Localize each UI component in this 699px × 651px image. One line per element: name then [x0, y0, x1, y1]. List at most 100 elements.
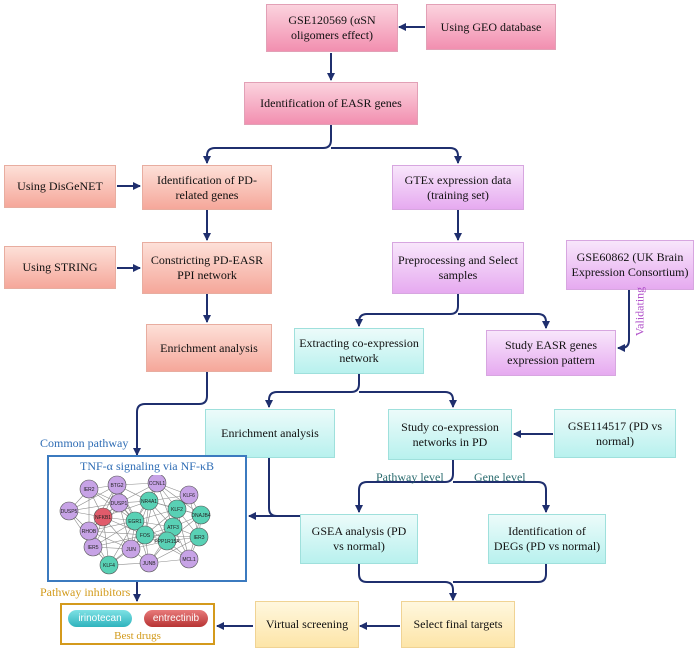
network-node-label: DUSP1: [111, 501, 128, 507]
gtex-box: GTEx expression data (training set): [392, 165, 524, 210]
merge-gsea: [358, 564, 457, 601]
split-study: [355, 460, 454, 513]
network-node: [167, 499, 187, 519]
enrichment-left-text: Enrichment analysis: [160, 340, 258, 355]
drug-irinotecan: irinotecan: [68, 610, 132, 627]
study-easr-box: Study EASR genes expression pattern: [486, 330, 616, 376]
split-pre: [355, 294, 459, 327]
ppi-network-box: Constricting PD-EASR PPI network: [142, 242, 272, 294]
network-node: [79, 479, 99, 499]
network-node: [93, 507, 113, 527]
network-node: [179, 549, 199, 569]
gene-level-label: Gene level: [474, 470, 526, 484]
network-node: [59, 501, 79, 521]
disgenet-box: Using DisGeNET: [4, 165, 116, 208]
network-node: [139, 553, 159, 573]
gsea-text: GSEA analysis (PD vs normal): [311, 524, 407, 553]
network-node-label: FOS: [140, 533, 151, 539]
gse114517-text: GSE114517 (PD vs normal): [567, 418, 663, 448]
gse60862-box: GSE60862 (UK Brain Expression Consortium…: [566, 240, 694, 290]
final-targets-text: Select final targets: [413, 617, 503, 631]
gse114517-box: GSE114517 (PD vs normal): [554, 409, 676, 458]
pd-related-box: Identification of PD-related genes: [142, 165, 272, 210]
arrow-enrich-to-pathway: [133, 372, 208, 456]
best-drugs-label: Best drugs: [114, 630, 161, 642]
arrow-gse60862: [617, 290, 630, 352]
network-node: [139, 491, 159, 511]
branch-easr-right: [331, 147, 462, 164]
split-pre-right: [458, 313, 550, 329]
network-node-label: KLF6: [183, 493, 195, 499]
network-node-label: JUN: [126, 547, 136, 553]
network-node-label: EGR1: [128, 519, 142, 525]
degs-box: Identification of DEGs (PD vs normal): [488, 514, 606, 564]
coexpression-box: Extracting co-expression network: [294, 328, 424, 374]
network-node-label: CCNL1: [149, 481, 166, 487]
network-node-label: IER3: [193, 535, 204, 541]
split-coexpr: [265, 374, 360, 408]
network-node-label: IER2: [83, 487, 94, 493]
study-easr-text: Study EASR genes expression pattern: [504, 338, 597, 367]
network-node: [99, 555, 119, 575]
network-edge: [148, 536, 200, 564]
network-node-label: MCL1: [182, 557, 196, 563]
network-node: [125, 511, 145, 531]
string-box: Using STRING: [4, 246, 116, 289]
easr-genes-text: Identification of EASR genes: [260, 96, 402, 110]
network-node: [191, 505, 211, 525]
network-node-label: KLF4: [103, 563, 115, 569]
easr-genes-box: Identification of EASR genes: [244, 82, 418, 125]
enrichment-left-box: Enrichment analysis: [146, 324, 272, 372]
pathway-inhibitors-label: Pathway inhibitors: [40, 585, 131, 599]
network-node-label: DNAJB4: [191, 513, 210, 519]
network-node-label: DUSP5: [61, 509, 78, 515]
network-node-label: ATF3: [167, 525, 179, 531]
drug-entrectinib: entrectinib: [144, 610, 208, 627]
enrichment-mid-text: Enrichment analysis: [221, 426, 319, 440]
preprocess-text: Preprocessing and Select samples: [398, 253, 518, 282]
network-node-label: RHOB: [82, 529, 97, 535]
merge-degs: [453, 564, 547, 583]
network-node-label: JUNB: [142, 561, 156, 567]
network-node: [135, 525, 155, 545]
enrich-mid-down: [268, 458, 300, 517]
virtual-screening-box: Virtual screening: [255, 601, 359, 648]
network-node: [121, 539, 141, 559]
ppi-network-text: Constricting PD-EASR PPI network: [150, 253, 264, 282]
disgenet-text: Using DisGeNET: [17, 179, 103, 193]
network-node-label: NFKB1: [95, 515, 111, 521]
network-node-label: KLF2: [171, 507, 183, 513]
coexpression-text: Extracting co-expression network: [299, 336, 419, 365]
gse120569-text: GSE120569 (αSN oligomers effect): [288, 13, 376, 42]
preprocess-box: Preprocessing and Select samples: [392, 242, 524, 294]
validating-label: Validating: [632, 286, 647, 337]
gse120569-box: GSE120569 (αSN oligomers effect): [266, 4, 398, 52]
branch-easr: [203, 125, 332, 164]
common-pathway-label: Common pathway: [40, 436, 129, 450]
network-node: [189, 527, 209, 547]
study-coexpr-box: Study co-expression networks in PD: [388, 409, 512, 460]
gsea-box: GSEA analysis (PD vs normal): [300, 514, 418, 564]
network-node: [109, 493, 129, 513]
string-text: Using STRING: [22, 260, 98, 274]
geo-database-text: Using GEO database: [440, 19, 542, 34]
network-node: [147, 475, 167, 493]
geo-database-box: Using GEO database: [426, 4, 556, 50]
network-node: [79, 521, 99, 541]
study-coexpr-text: Study co-expression networks in PD: [401, 419, 499, 449]
enrichment-mid-box: Enrichment analysis: [205, 409, 335, 458]
network-node-label: BTG2: [110, 483, 123, 489]
network-node-label: NR4A1: [141, 499, 157, 505]
best-drugs-panel: irinotecan entrectinib Best drugs: [60, 603, 215, 645]
network-edge: [88, 530, 146, 536]
tnf-pathway-title: TNF-α signaling via NF-κB: [80, 459, 214, 473]
split-study-right: [453, 481, 550, 513]
network-node-label: IER5: [87, 545, 98, 551]
gse60862-text: GSE60862 (UK Brain Expression Consortium…: [571, 250, 689, 279]
pd-related-text: Identification of PD-related genes: [157, 172, 257, 202]
virtual-screening-text: Virtual screening: [265, 617, 349, 631]
